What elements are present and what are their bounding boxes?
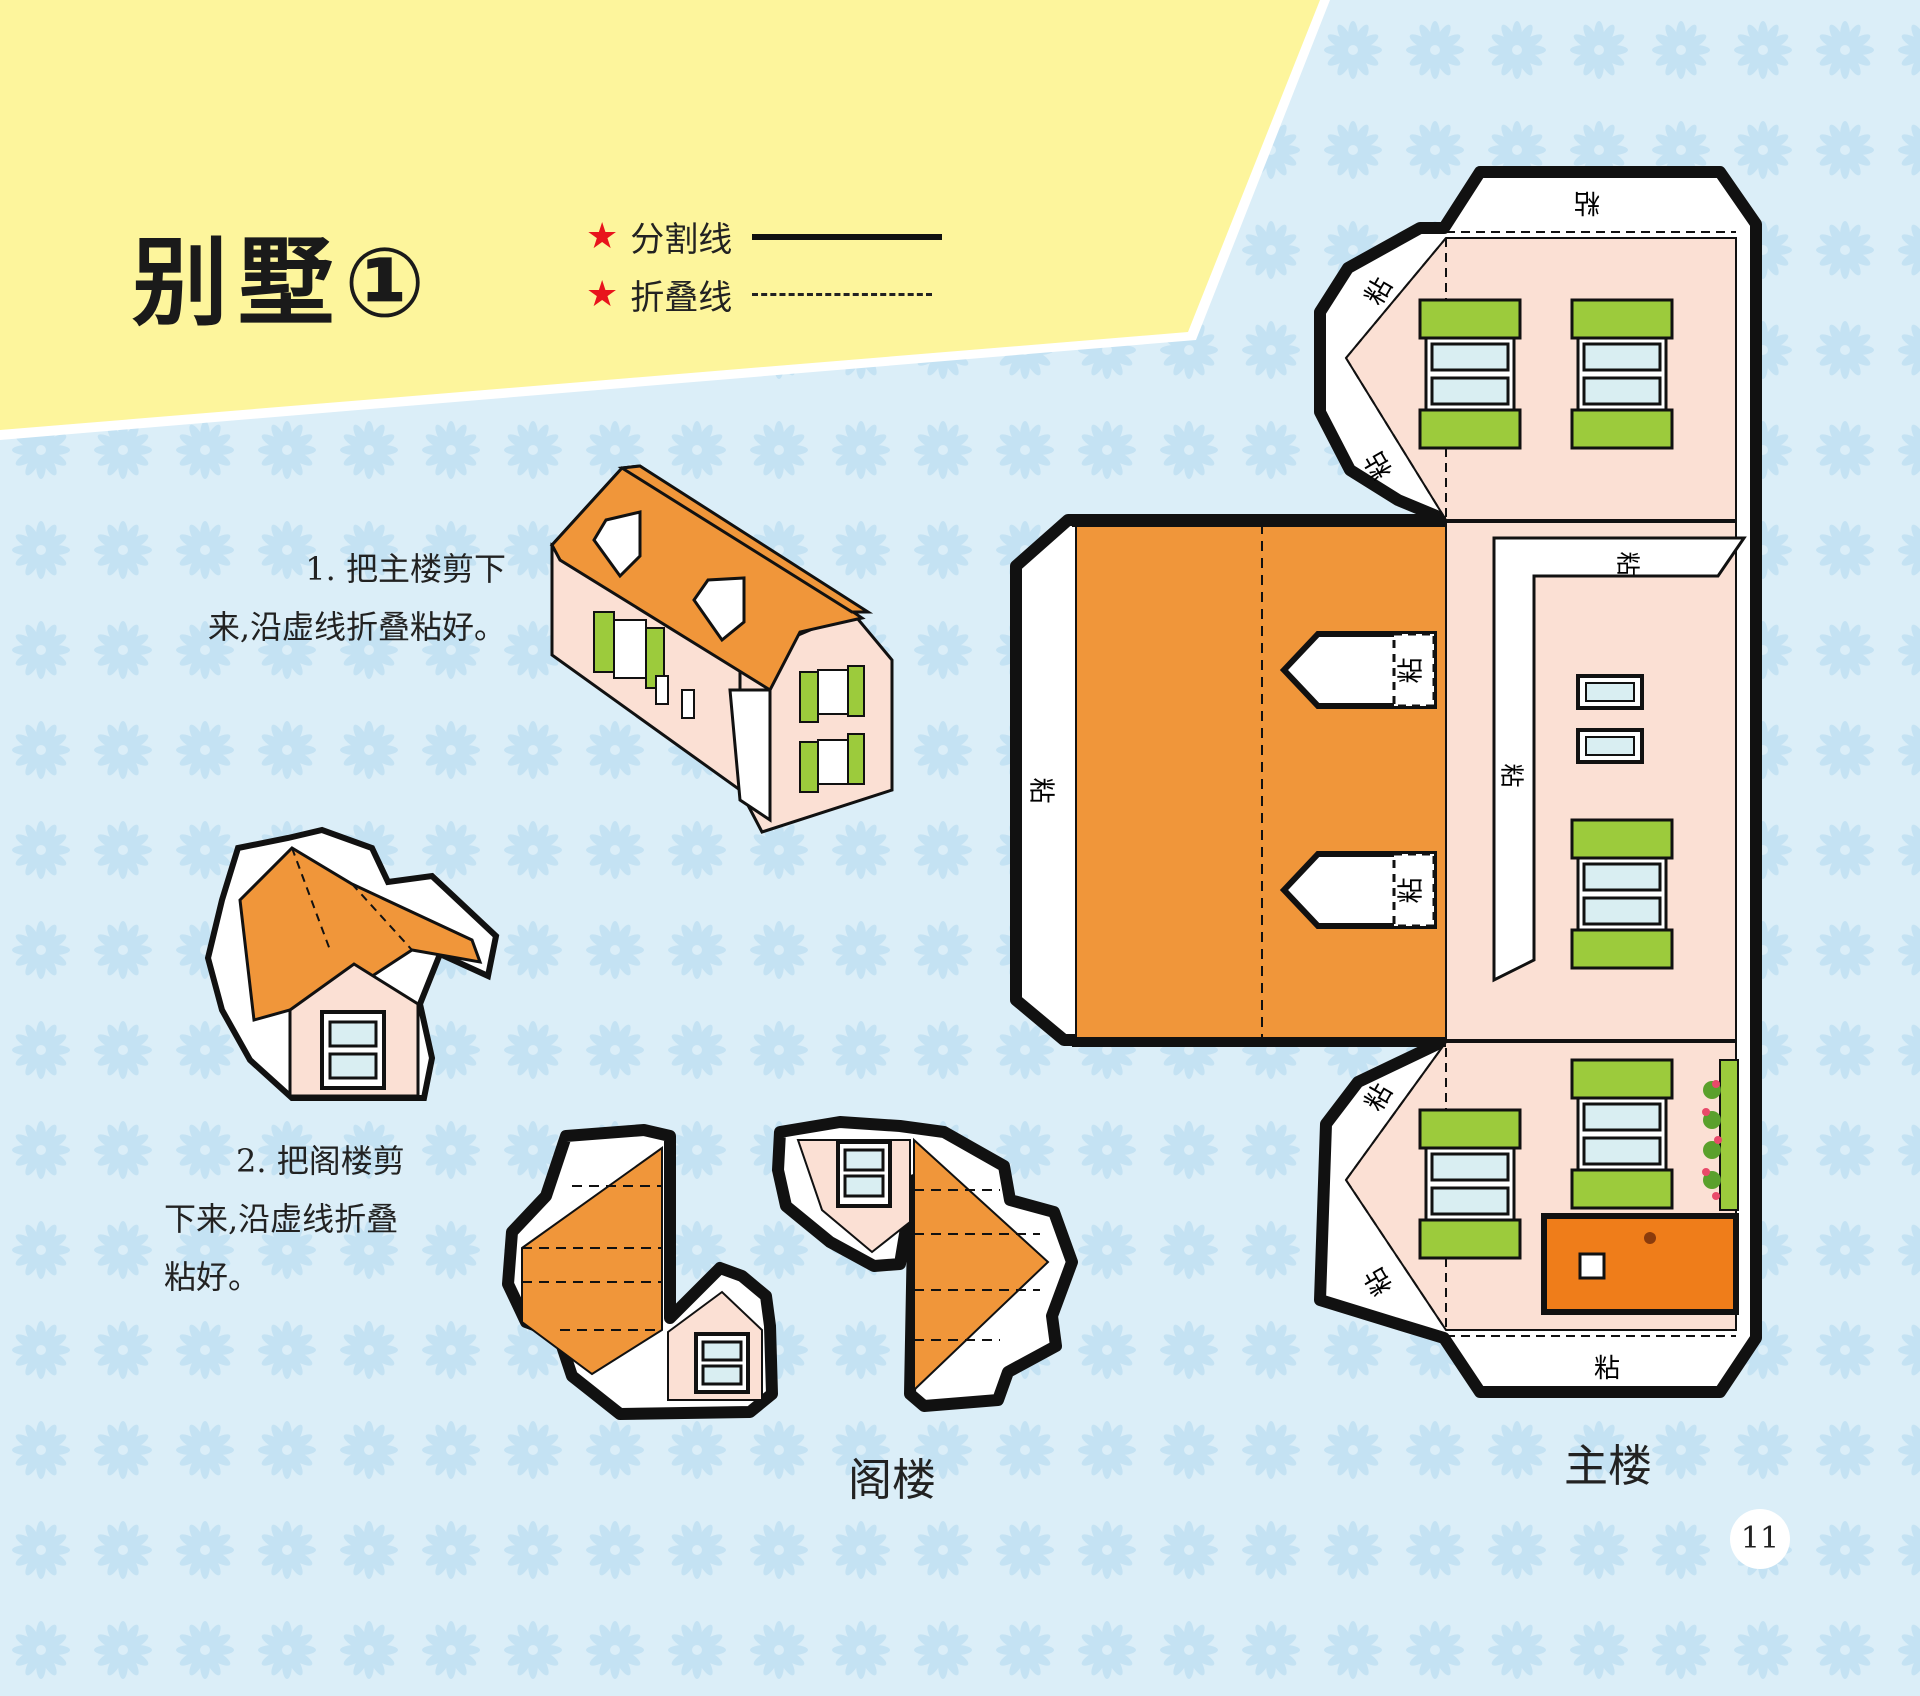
glue-label: 粘 [1025, 777, 1056, 804]
legend-cut-line: ★ 分割线 [586, 212, 943, 261]
instruction-line: 下来,沿虚线折叠 [164, 1200, 399, 1238]
instruction-line: 来,沿虚线折叠粘好。 [207, 608, 506, 646]
attic-illustration [204, 826, 500, 1101]
glue-label: 粘 [1574, 187, 1601, 217]
instruction-line: 粘好。 [164, 1258, 261, 1296]
attic-template [502, 1116, 1078, 1420]
glue-label: 粘 [1594, 1354, 1621, 1384]
instruction-line: 2. 把阁楼剪 [236, 1142, 405, 1180]
glue-label: 粘 [1396, 877, 1427, 904]
glue-label: 粘 [1396, 657, 1427, 684]
instruction-step-1: 1. 把主楼剪下 来,沿虚线折叠粘好。 [176, 540, 506, 656]
solid-line-sample [752, 233, 943, 240]
glue-label: 粘 [1497, 763, 1526, 788]
cut-line-label: 分割线 [630, 220, 733, 260]
attic-caption: 阁楼 [848, 1455, 936, 1506]
page-number: 11 [1730, 1509, 1790, 1569]
title-banner-fill [0, 0, 1320, 430]
main-building-illustration [549, 464, 894, 834]
page-title: 别墅① [132, 227, 436, 339]
star-icon: ★ [586, 274, 619, 315]
dashed-line-sample [752, 293, 933, 296]
main-building-template [1010, 166, 1762, 1398]
instruction-step-2: 2. 把阁楼剪 下来,沿虚线折叠 粘好。 [164, 1132, 405, 1306]
legend-fold-line: ★ 折叠线 [586, 270, 933, 319]
glue-label: 粘 [1613, 551, 1642, 576]
star-icon: ★ [586, 216, 619, 257]
fold-line-label: 折叠线 [630, 278, 733, 318]
instruction-line: 1. 把主楼剪下 [305, 550, 506, 588]
main-building-caption: 主楼 [1564, 1441, 1652, 1492]
